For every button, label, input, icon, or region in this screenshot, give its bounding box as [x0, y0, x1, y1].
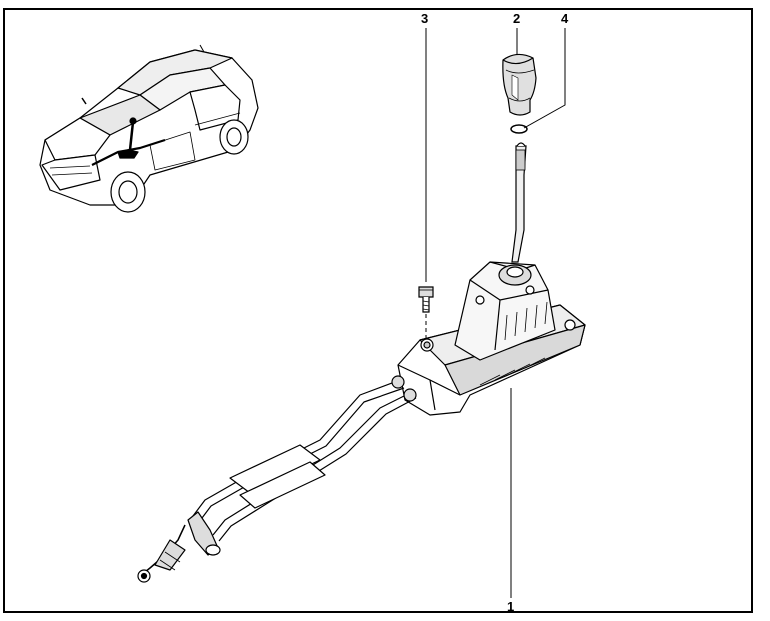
shift-lever-rod: [511, 142, 527, 263]
shift-knob: [502, 53, 537, 116]
car-illustration: [39, 44, 259, 213]
leader-lines: [425, 28, 566, 598]
callout-2: 2: [513, 11, 521, 26]
callout-1: 1: [507, 599, 515, 614]
mounting-bolt: [418, 286, 434, 342]
o-ring: [510, 124, 528, 134]
shift-cables: [137, 375, 417, 583]
callout-3: 3: [421, 11, 429, 26]
gear-shift-housing: [397, 261, 586, 416]
callout-4: 4: [561, 11, 569, 26]
